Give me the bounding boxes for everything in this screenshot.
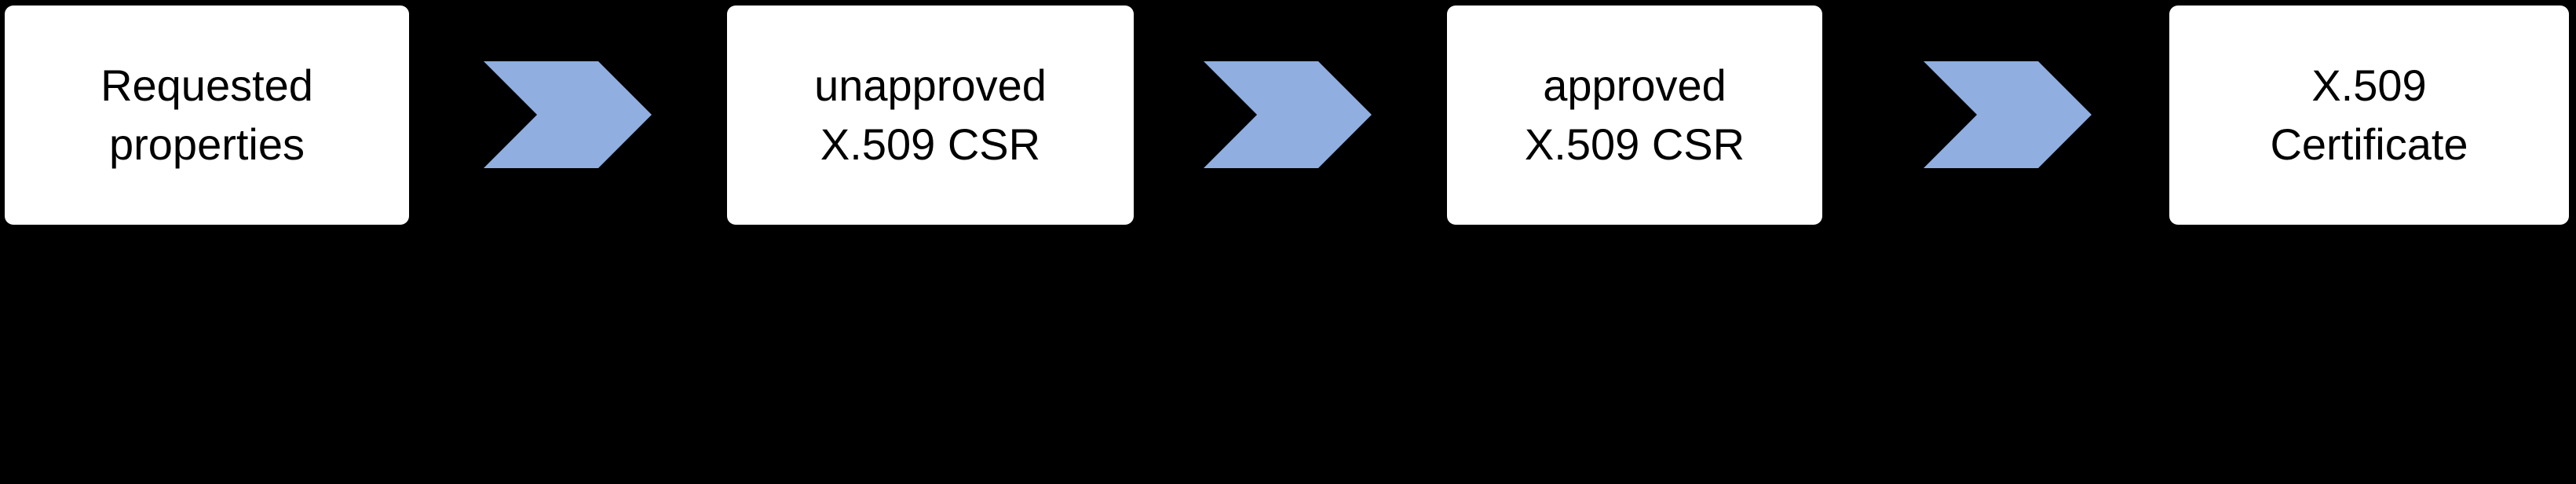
step-box-requested-properties[interactable]: Requested properties bbox=[5, 6, 409, 225]
step-label-line1: approved bbox=[1543, 60, 1726, 111]
chevron-right-icon bbox=[1204, 61, 1372, 168]
step-box-x509-certificate[interactable]: X.509 Certificate bbox=[2169, 6, 2569, 225]
step-box-unapproved-csr[interactable]: unapproved X.509 CSR bbox=[727, 6, 1134, 225]
chevron-right-icon bbox=[1924, 61, 2092, 168]
step-label-line1: unapproved bbox=[814, 60, 1047, 111]
step-label-line1: Requested bbox=[100, 60, 313, 111]
step-label-line2: X.509 CSR bbox=[820, 119, 1041, 169]
step-label-line2: X.509 CSR bbox=[1524, 119, 1745, 169]
step-label-line2: Certificate bbox=[2270, 119, 2468, 169]
chevron-right-icon bbox=[484, 61, 652, 168]
step-box-approved-csr[interactable]: approved X.509 CSR bbox=[1447, 6, 1822, 225]
step-label-line2: properties bbox=[108, 119, 305, 169]
step-label-line1: X.509 bbox=[2311, 60, 2427, 111]
